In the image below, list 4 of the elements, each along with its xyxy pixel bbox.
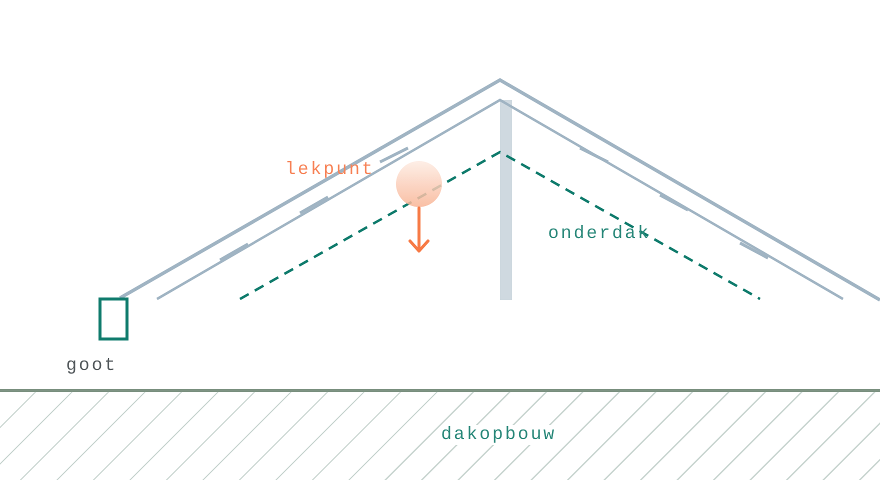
part-label: onderdak <box>548 224 650 244</box>
hatched-band <box>0 389 880 480</box>
band-label: dakopbouw <box>441 425 556 445</box>
part-label: goot <box>66 356 118 376</box>
